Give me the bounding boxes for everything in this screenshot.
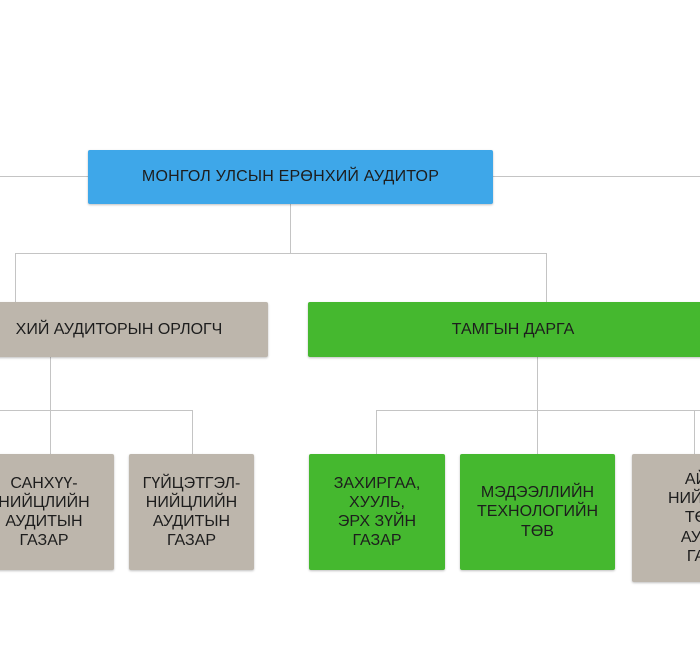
connector-to-chief-of-staff (546, 253, 547, 302)
connector-to-admin-legal (376, 410, 377, 454)
connector-to-deputy (15, 253, 16, 302)
connector-chief-children-horizontal (376, 410, 700, 411)
node-budget-audit-label: САНХҮҮ- НИЙЦЛИЙН АУДИТЫН ГАЗАР (0, 474, 90, 550)
node-deputy-auditor: ХИЙ АУДИТОРЫН ОРЛОГЧ (0, 302, 268, 357)
connector-deputy-down (50, 357, 51, 410)
node-chief-of-staff-label: ТАМГЫН ДАРГА (451, 320, 575, 338)
connector-top-right-stub (492, 176, 700, 177)
connector-to-budget-audit (50, 410, 51, 454)
connector-chief-down (537, 357, 538, 410)
node-performance-audit-label: ГҮЙЦЭТГЭЛ- НИЙЦЛИЙН АУДИТЫН ГАЗАР (142, 474, 241, 550)
node-admin-legal: ЗАХИРГАА, ХУУЛЬ, ЭРХ ЗҮЙН ГАЗАР (309, 454, 445, 570)
connector-to-capital-audit (694, 410, 695, 454)
node-budget-audit: САНХҮҮ- НИЙЦЛИЙН АУДИТЫН ГАЗАР (0, 454, 114, 570)
node-it-center: МЭДЭЭЛЛИЙН ТЕХНОЛОГИЙН ТӨВ (460, 454, 615, 570)
node-capital-audit: АЙ НИЙСЛ ТӨ АУД ГА (632, 454, 700, 582)
connector-level2-horizontal (15, 253, 547, 254)
node-auditor-general: МОНГОЛ УЛСЫН ЕРӨНХИЙ АУДИТОР (88, 150, 493, 204)
connector-to-it-center (537, 410, 538, 454)
connector-deputy-children-horizontal (0, 410, 192, 411)
node-it-center-label: МЭДЭЭЛЛИЙН ТЕХНОЛОГИЙН ТӨВ (476, 484, 599, 540)
node-admin-legal-label: ЗАХИРГАА, ХУУЛЬ, ЭРХ ЗҮЙН ГАЗАР (333, 474, 421, 550)
connector-top-down (290, 203, 291, 253)
node-capital-audit-label: АЙ НИЙСЛ ТӨ АУД ГА (667, 471, 700, 565)
node-deputy-auditor-label: ХИЙ АУДИТОРЫН ОРЛОГЧ (15, 320, 223, 338)
node-chief-of-staff: ТАМГЫН ДАРГА (308, 302, 700, 357)
node-auditor-general-label: МОНГОЛ УЛСЫН ЕРӨНХИЙ АУДИТОР (141, 168, 440, 186)
connector-top-left-stub (0, 176, 88, 177)
connector-to-performance-audit (192, 410, 193, 454)
node-performance-audit: ГҮЙЦЭТГЭЛ- НИЙЦЛИЙН АУДИТЫН ГАЗАР (129, 454, 254, 570)
